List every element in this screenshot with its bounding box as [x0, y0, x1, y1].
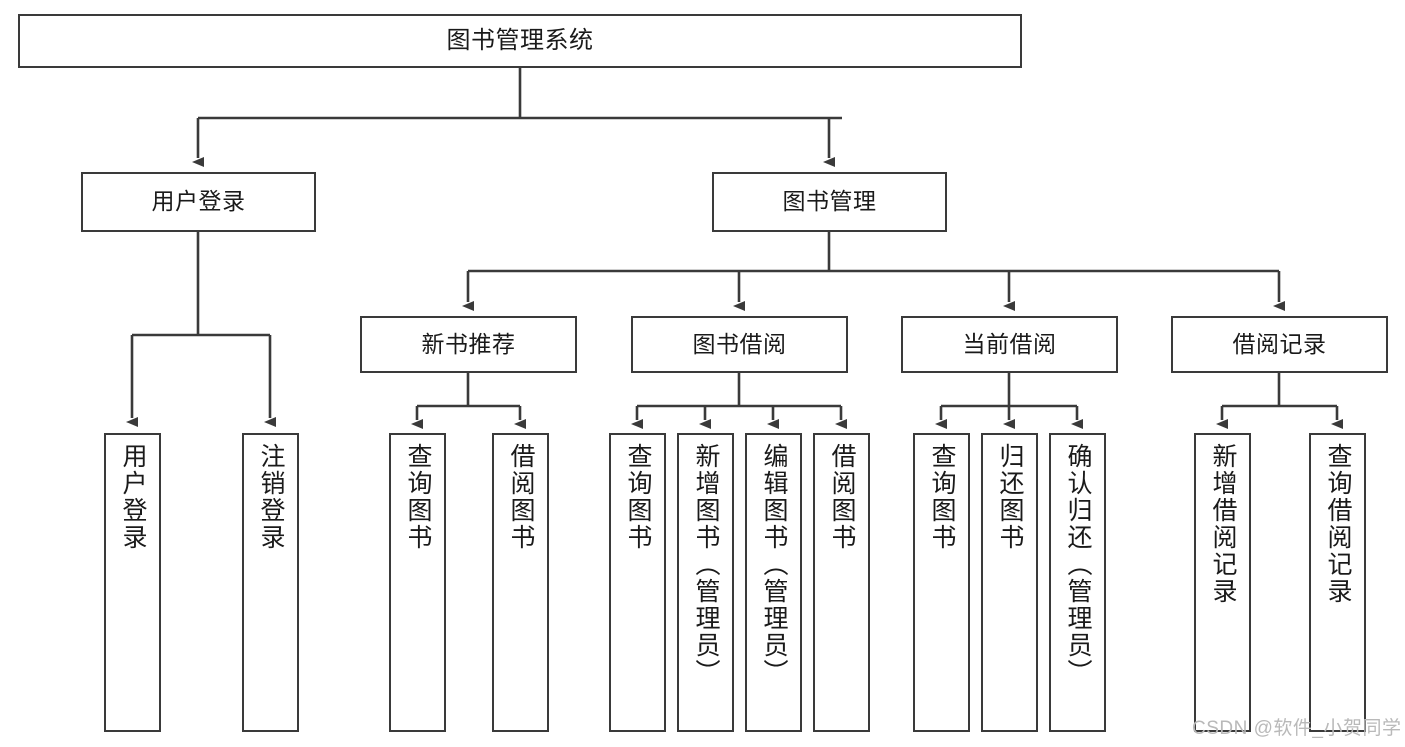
- node-book-borrow-label: 图书借阅: [692, 330, 787, 357]
- node-leaf-return-book[interactable]: 归还图书: [981, 433, 1038, 732]
- node-leaf-borrow-book-1-label: 借阅图书: [507, 443, 535, 551]
- node-leaf-query-record-label: 查询借阅记录: [1324, 443, 1352, 605]
- node-book-management[interactable]: 图书管理: [712, 172, 947, 232]
- node-leaf-query-record[interactable]: 查询借阅记录: [1309, 433, 1366, 732]
- node-current-borrow-label: 当前借阅: [962, 330, 1057, 357]
- node-book-borrow[interactable]: 图书借阅: [631, 316, 848, 373]
- node-leaf-borrow-book-2-label: 借阅图书: [828, 443, 856, 551]
- node-new-book-recommend[interactable]: 新书推荐: [360, 316, 577, 373]
- node-leaf-edit-book[interactable]: 编辑图书（管理员）: [745, 433, 802, 732]
- node-root-label: 图书管理系统: [446, 26, 594, 54]
- node-leaf-add-book-label: 新增图书（管理员）: [692, 443, 720, 686]
- node-leaf-return-book-label: 归还图书: [996, 443, 1024, 551]
- node-leaf-user-login-label: 用户登录: [119, 443, 147, 551]
- node-leaf-borrow-book-1[interactable]: 借阅图书: [492, 433, 549, 732]
- node-current-borrow[interactable]: 当前借阅: [901, 316, 1118, 373]
- node-leaf-confirm-return[interactable]: 确认归还（管理员）: [1049, 433, 1106, 732]
- node-user-login-label: 用户登录: [151, 188, 246, 215]
- node-leaf-confirm-return-label: 确认归还（管理员）: [1064, 443, 1092, 686]
- node-leaf-user-login[interactable]: 用户登录: [104, 433, 161, 732]
- node-leaf-query-book-1-label: 查询图书: [404, 443, 432, 551]
- node-new-book-recommend-label: 新书推荐: [421, 330, 516, 357]
- watermark-text: CSDN @软件_小贺同学: [1192, 718, 1402, 739]
- node-leaf-query-book-2-label: 查询图书: [624, 443, 652, 551]
- node-leaf-edit-book-label: 编辑图书（管理员）: [760, 443, 788, 686]
- node-book-management-label: 图书管理: [782, 188, 877, 215]
- node-borrow-record[interactable]: 借阅记录: [1171, 316, 1388, 373]
- node-root[interactable]: 图书管理系统: [18, 14, 1022, 68]
- node-leaf-logout-login-label: 注销登录: [257, 443, 285, 551]
- node-user-login[interactable]: 用户登录: [81, 172, 316, 232]
- node-leaf-query-book-3[interactable]: 查询图书: [913, 433, 970, 732]
- node-leaf-add-record[interactable]: 新增借阅记录: [1194, 433, 1251, 732]
- node-leaf-logout-login[interactable]: 注销登录: [242, 433, 299, 732]
- node-borrow-record-label: 借阅记录: [1232, 330, 1327, 357]
- node-leaf-query-book-3-label: 查询图书: [928, 443, 956, 551]
- node-leaf-add-record-label: 新增借阅记录: [1209, 443, 1237, 605]
- node-leaf-add-book[interactable]: 新增图书（管理员）: [677, 433, 734, 732]
- node-leaf-query-book-1[interactable]: 查询图书: [389, 433, 446, 732]
- node-leaf-borrow-book-2[interactable]: 借阅图书: [813, 433, 870, 732]
- node-leaf-query-book-2[interactable]: 查询图书: [609, 433, 666, 732]
